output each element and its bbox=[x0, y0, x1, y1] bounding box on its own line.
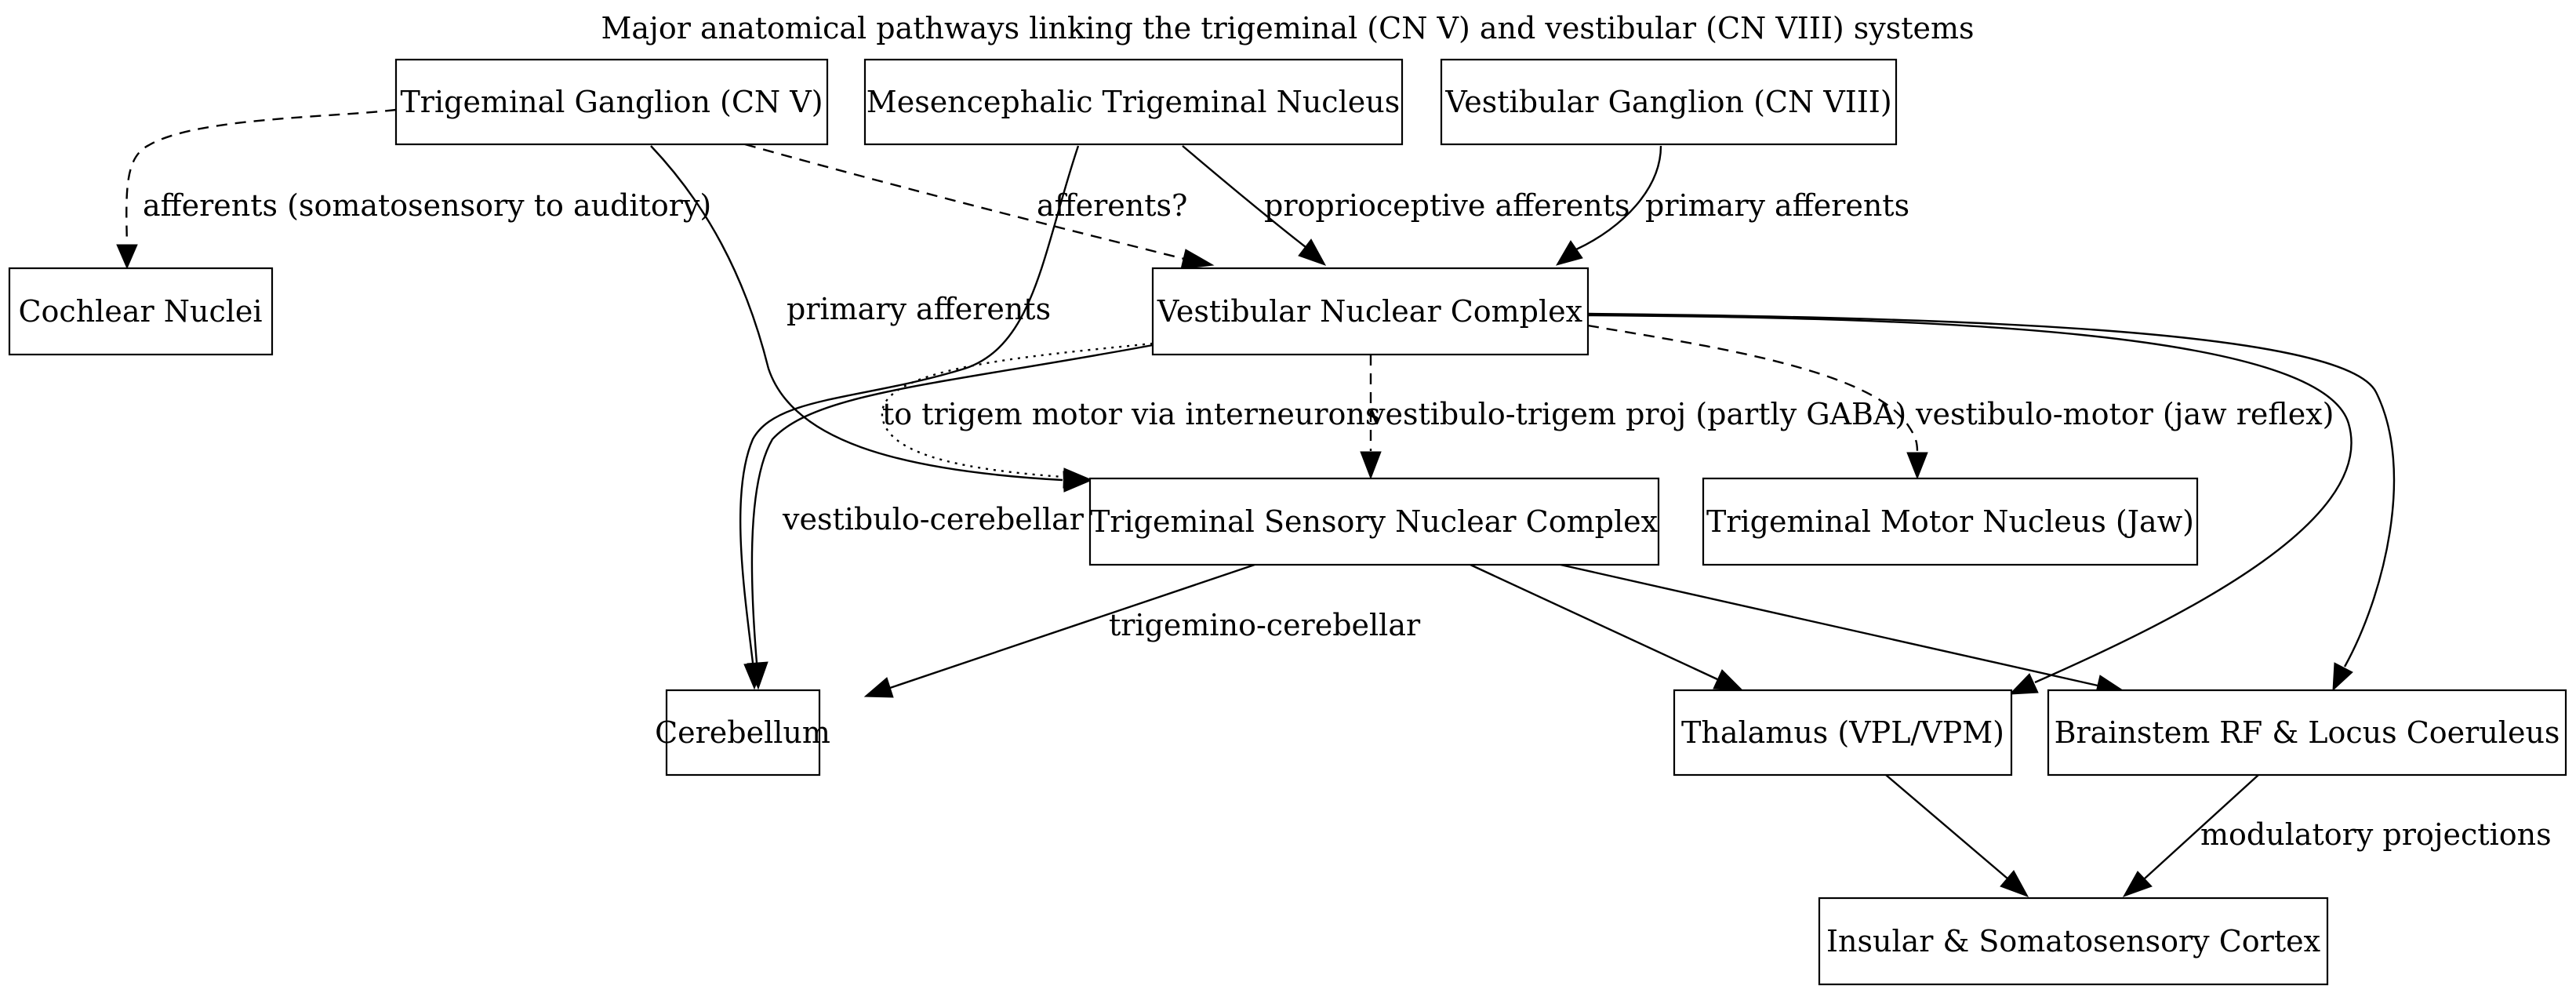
edge-label-vestibulo-motor: vestibulo-motor (jaw reflex) bbox=[1915, 397, 2334, 431]
edge-trigeminal-ganglion-to-vestibular-nuclear: afferents? bbox=[744, 143, 1215, 270]
node-label-vestibular-nuclear-complex: Vestibular Nuclear Complex bbox=[1157, 294, 1582, 329]
edge-label-primary-afferents-vestibular: primary afferents bbox=[1645, 188, 1909, 223]
edge-label-proprioceptive-afferents: proprioceptive afferents bbox=[1264, 188, 1630, 223]
edge-trigeminal-ganglion-to-trigeminal-sensory: primary afferents bbox=[650, 145, 1092, 493]
node-trigeminal-ganglion: Trigeminal Ganglion (CN V) bbox=[394, 58, 829, 146]
edge-vestibular-ganglion-to-vestibular-nuclear: primary afferents bbox=[1555, 145, 1909, 266]
node-label-cerebellum: Cerebellum bbox=[655, 715, 830, 750]
edge-label-modulatory-projections: modulatory projections bbox=[2200, 817, 2552, 852]
edge-label-trigem-motor-interneurons: to trigem motor via interneurons bbox=[882, 397, 1380, 431]
node-thalamus: Thalamus (VPL/VPM) bbox=[1673, 689, 2013, 777]
edge-vestibular-nuclear-to-cerebellum: vestibulo-cerebellar bbox=[747, 344, 1154, 690]
node-brainstem-rf-locus-coeruleus: Brainstem RF & Locus Coeruleus bbox=[2047, 689, 2567, 777]
edge-trigeminal-sensory-to-thalamus bbox=[1470, 563, 1744, 691]
edge-vestibular-nuclear-to-trigeminal-sensory-dotted: to trigem motor via interneurons bbox=[881, 342, 1380, 489]
node-label-trigeminal-sensory-complex: Trigeminal Sensory Nuclear Complex bbox=[1090, 504, 1658, 539]
node-label-trigeminal-ganglion: Trigeminal Ganglion (CN V) bbox=[400, 85, 823, 119]
diagram-title: Major anatomical pathways linking the tr… bbox=[601, 11, 1974, 45]
node-cochlear-nuclei: Cochlear Nuclei bbox=[8, 267, 274, 356]
edge-trigeminal-sensory-to-cerebellum: trigemino-cerebellar bbox=[863, 563, 1421, 698]
edge-vestibular-nuclear-to-trigeminal-sensory-dashed: vestibulo-trigem proj (partly GABA) bbox=[1360, 355, 1906, 480]
edge-label-trigemino-cerebellar: trigemino-cerebellar bbox=[1109, 608, 1421, 642]
node-vestibular-ganglion: Vestibular Ganglion (CN VIII) bbox=[1440, 58, 1898, 146]
node-label-insular-cortex: Insular & Somatosensory Cortex bbox=[1826, 924, 2320, 958]
node-trigeminal-sensory-nuclear-complex: Trigeminal Sensory Nuclear Complex bbox=[1088, 477, 1660, 566]
node-label-vestibular-ganglion: Vestibular Ganglion (CN VIII) bbox=[1444, 85, 1891, 119]
edge-brainstem-rf-to-insular-cortex: modulatory projections bbox=[2122, 774, 2552, 897]
node-insular-somatosensory-cortex: Insular & Somatosensory Cortex bbox=[1818, 897, 2329, 986]
node-trigeminal-motor-nucleus: Trigeminal Motor Nucleus (Jaw) bbox=[1702, 477, 2199, 566]
edge-mesencephalic-to-vestibular-nuclear: proprioceptive afferents bbox=[1182, 145, 1630, 266]
edge-label-afferents-somatosensory: afferents (somatosensory to auditory) bbox=[143, 188, 711, 223]
node-cerebellum: Cerebellum bbox=[655, 689, 830, 777]
node-label-cochlear-nuclei: Cochlear Nuclei bbox=[18, 294, 262, 329]
node-label-brainstem-rf: Brainstem RF & Locus Coeruleus bbox=[2055, 715, 2560, 750]
edge-label-vestibulo-trigem-proj: vestibulo-trigem proj (partly GABA) bbox=[1368, 397, 1906, 431]
edge-vestibular-nuclear-to-trigeminal-motor: vestibulo-motor (jaw reflex) bbox=[1587, 324, 2334, 480]
edge-label-vestibulo-cerebellar: vestibulo-cerebellar bbox=[782, 502, 1085, 537]
node-label-trigeminal-motor-nucleus: Trigeminal Motor Nucleus (Jaw) bbox=[1706, 504, 2194, 539]
edge-vestibular-nuclear-to-thalamus bbox=[1587, 314, 2353, 695]
edge-trigeminal-sensory-to-brainstem-rf bbox=[1560, 563, 2127, 697]
edge-label-afferents-question: afferents? bbox=[1037, 188, 1187, 223]
edge-vestibular-nuclear-to-brainstem-rf bbox=[1587, 312, 2396, 692]
node-vestibular-nuclear-complex: Vestibular Nuclear Complex bbox=[1151, 267, 1590, 356]
edge-trigeminal-ganglion-to-cochlear-nuclei: afferents (somatosensory to auditory) bbox=[116, 108, 711, 270]
node-label-mesencephalic-nucleus: Mesencephalic Trigeminal Nucleus bbox=[867, 85, 1400, 119]
node-label-thalamus: Thalamus (VPL/VPM) bbox=[1681, 715, 2004, 750]
node-mesencephalic-trigeminal-nucleus: Mesencephalic Trigeminal Nucleus bbox=[863, 58, 1404, 146]
edge-label-primary-afferents-trigeminal: primary afferents bbox=[787, 292, 1051, 326]
edge-thalamus-to-insular-cortex bbox=[1885, 774, 2029, 897]
